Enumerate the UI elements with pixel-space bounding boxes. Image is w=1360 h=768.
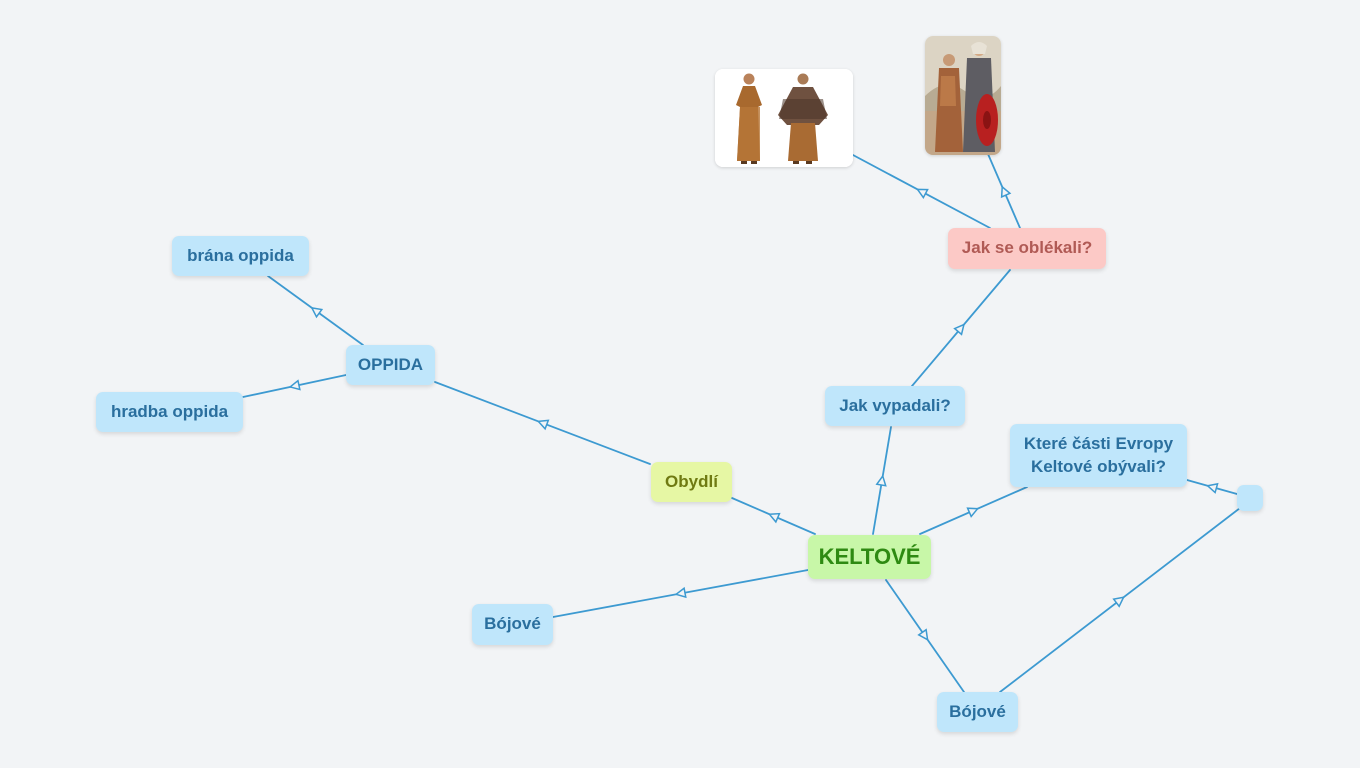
node-oppida[interactable]: OPPIDA <box>346 345 435 385</box>
warrior-image-node[interactable] <box>925 36 1001 155</box>
edge-oblekali-warrior-arrow <box>1000 185 1012 199</box>
node-brana-oppida[interactable]: brána oppida <box>172 236 309 276</box>
node-ktere-casti-evropy[interactable]: Které části Evropy Keltové obývali? <box>1010 424 1187 487</box>
evropa-label-line-1: Které části Evropy <box>1023 433 1174 453</box>
edge-root-vypadali-arrow <box>875 474 887 487</box>
clothing-image <box>715 69 853 167</box>
edge-root-bojove-left-arrow <box>674 586 687 599</box>
node-bojove-left[interactable]: Bójové <box>472 604 553 645</box>
node-jak-se-oblekali[interactable]: Jak se oblékali? <box>948 228 1106 269</box>
evropa-label-line-2: Keltové obývali? <box>1030 456 1167 476</box>
warrior-image <box>925 36 1001 155</box>
edge-root-obydli-arrow <box>767 512 781 524</box>
edge-bojove-empty-arrow <box>1112 596 1125 608</box>
edge-root-evropa-arrow <box>966 507 980 518</box>
node-hradba-oppida[interactable]: hradba oppida <box>96 392 243 432</box>
edge-oblekali-clothing-arrow <box>916 188 929 200</box>
edge-root-bojove-bottom-arrow <box>917 628 929 642</box>
edge-oppida-hradba-arrow <box>288 379 301 391</box>
node-keltove-root[interactable]: KELTOVÉ <box>808 535 931 579</box>
node-obydli[interactable]: Obydlí <box>651 462 732 502</box>
edge-vypadali-oblekali-arrow <box>953 323 965 336</box>
node-empty[interactable] <box>1237 485 1263 511</box>
edge-oppida-brana-arrow <box>310 306 324 319</box>
node-bojove-bottom[interactable]: Bójové <box>937 692 1018 732</box>
edge-empty-evropa-arrow <box>1206 482 1219 494</box>
node-jak-vypadali[interactable]: Jak vypadali? <box>825 386 965 426</box>
edge-obydli-oppida-arrow <box>536 419 550 431</box>
clothing-image-node[interactable] <box>715 69 853 167</box>
